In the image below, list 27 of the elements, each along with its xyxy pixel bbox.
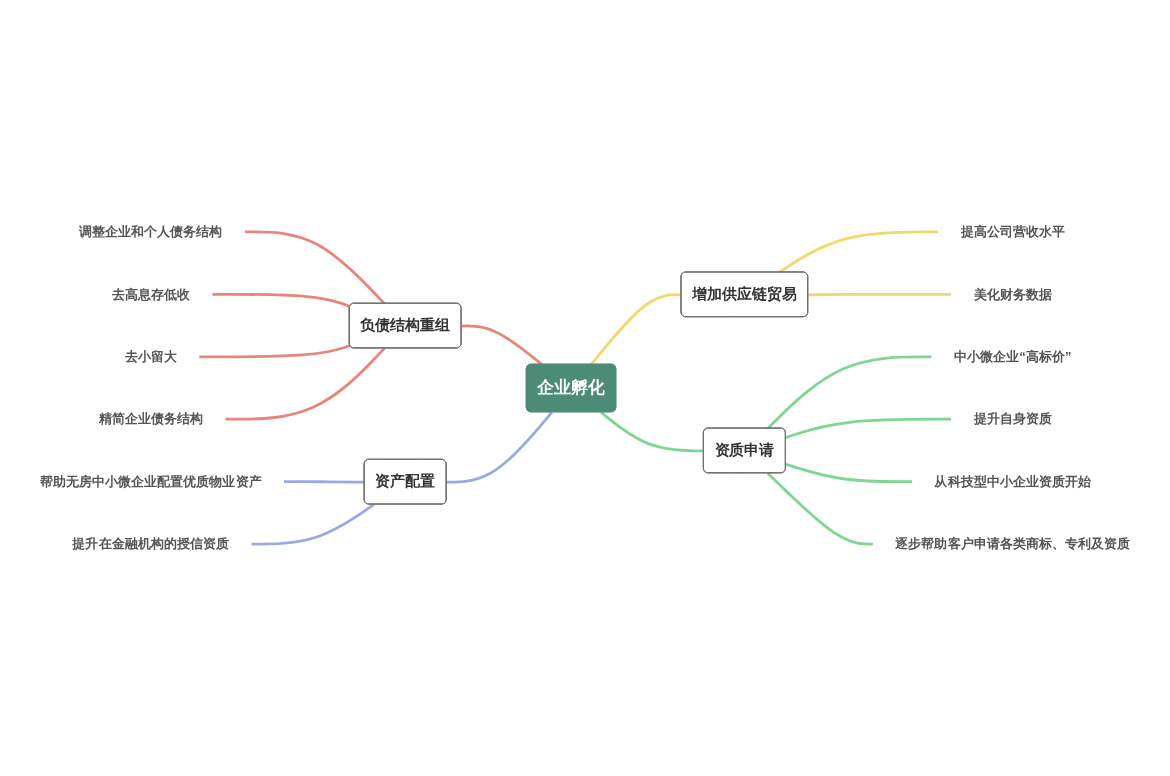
connector bbox=[590, 293, 682, 366]
connector bbox=[785, 462, 913, 484]
connector bbox=[785, 417, 952, 439]
node-text: 提升在金融机构的授信资质 bbox=[72, 536, 229, 552]
connector bbox=[461, 324, 543, 366]
connector bbox=[225, 347, 386, 421]
node-text: 去小留大 bbox=[124, 348, 177, 364]
connector bbox=[244, 230, 386, 305]
connector bbox=[251, 503, 375, 546]
connector bbox=[766, 472, 873, 546]
node-text: 逐步帮助客户申请各类商标、专利及资质 bbox=[895, 536, 1131, 552]
node-text: 提高公司营收水平 bbox=[960, 223, 1065, 239]
connector bbox=[766, 355, 932, 430]
connector bbox=[600, 411, 704, 453]
node-text: 去高息存低收 bbox=[111, 286, 190, 302]
connector bbox=[199, 344, 351, 359]
connector bbox=[212, 292, 351, 308]
node-text: 精简企业债务结构 bbox=[98, 411, 203, 427]
connector bbox=[808, 292, 952, 297]
connector bbox=[446, 411, 553, 484]
node-text: 提升自身资质 bbox=[973, 411, 1052, 427]
node-text: 帮助无房中小微企业配置优质物业资产 bbox=[39, 473, 262, 489]
node-text: 从科技型中小企业资质开始 bbox=[934, 473, 1092, 489]
node-text: 调整企业和个人债务结构 bbox=[78, 223, 223, 239]
node-text: 中小微企业“高标价” bbox=[954, 348, 1072, 364]
connector bbox=[284, 480, 365, 484]
node-text: 美化财务数据 bbox=[973, 286, 1052, 302]
